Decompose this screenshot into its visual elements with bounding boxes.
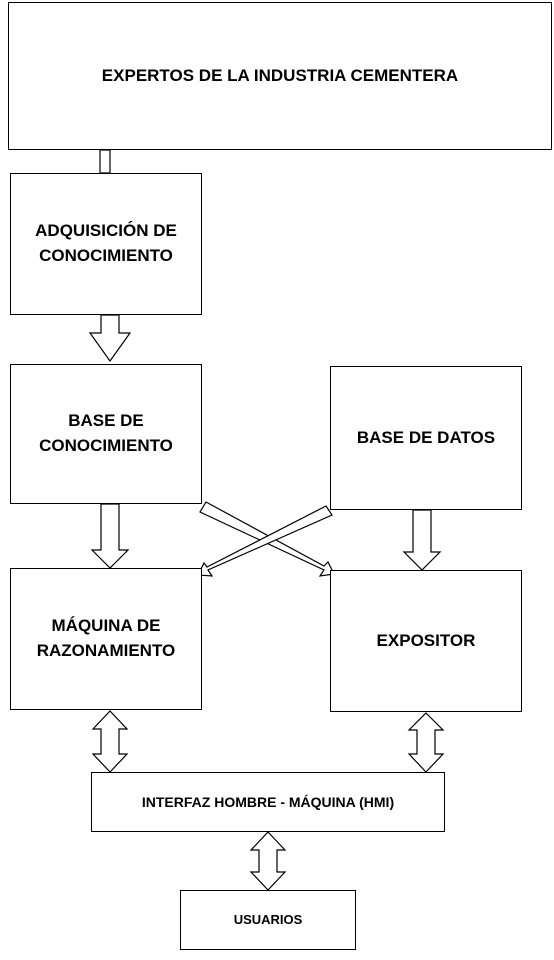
box-usuarios: USUARIOS bbox=[180, 890, 356, 950]
box-adquisicion-line-1: ADQUISICIÓN DE bbox=[35, 221, 177, 241]
box-expositor: EXPOSITOR bbox=[330, 570, 522, 712]
arrow-adquisicion-to-base-conocimiento bbox=[88, 314, 132, 363]
arrow-hmi-usuarios-bidirectional bbox=[249, 831, 287, 891]
arrow-expositor-hmi-bidirectional bbox=[407, 712, 445, 773]
box-expositor-line-1: EXPOSITOR bbox=[376, 630, 476, 650]
box-base-datos-line-1: BASE DE DATOS bbox=[356, 427, 496, 447]
box-maquina-razonamiento: MÁQUINA DE RAZONAMIENTO bbox=[10, 568, 202, 710]
box-adquisicion-conocimiento: ADQUISICIÓN DE CONOCIMIENTO bbox=[10, 173, 202, 315]
box-maquina-line-1: MÁQUINA DE bbox=[51, 616, 161, 636]
arrow-base-conocimiento-to-maquina bbox=[90, 503, 130, 569]
box-base-conocimiento: BASE DE CONOCIMIENTO bbox=[10, 364, 202, 504]
arrow-base-datos-to-maquina bbox=[197, 505, 333, 577]
arrow-base-datos-to-expositor bbox=[402, 509, 442, 571]
box-interfaz-hmi: INTERFAZ HOMBRE - MÁQUINA (HMI) bbox=[91, 772, 445, 832]
box-base-datos: BASE DE DATOS bbox=[330, 366, 522, 510]
connector-expertos-adquisicion bbox=[99, 149, 111, 174]
box-usuarios-line-1: USUARIOS bbox=[233, 911, 303, 927]
box-hmi-line-1: INTERFAZ HOMBRE - MÁQUINA (HMI) bbox=[141, 793, 395, 810]
box-maquina-line-2: RAZONAMIENTO bbox=[36, 641, 176, 660]
box-base-conocimiento-line-2: CONOCIMIENTO bbox=[39, 436, 173, 455]
arrow-maquina-hmi-bidirectional bbox=[91, 710, 129, 773]
box-base-conocimiento-line-1: BASE DE bbox=[68, 411, 144, 431]
box-adquisicion-line-2: CONOCIMIENTO bbox=[39, 246, 173, 265]
box-expertos-line-1: EXPERTOS DE LA INDUSTRIA CEMENTERA bbox=[101, 65, 459, 85]
box-expertos: EXPERTOS DE LA INDUSTRIA CEMENTERA bbox=[8, 2, 552, 150]
